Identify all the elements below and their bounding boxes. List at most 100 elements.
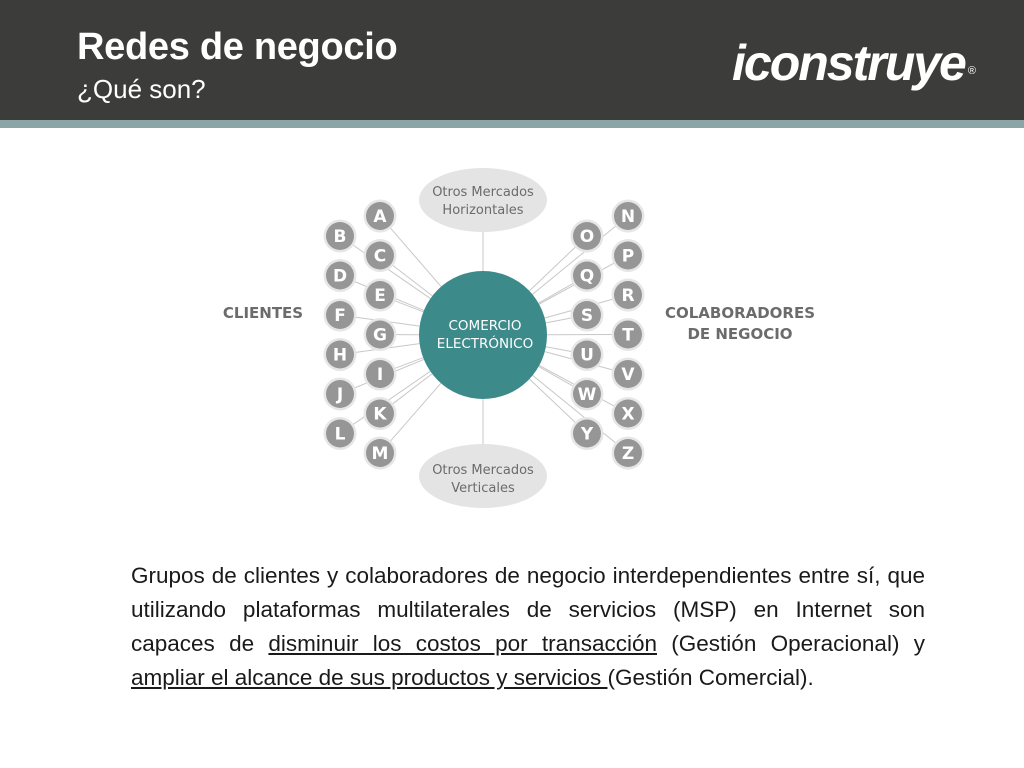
letter-node-z: Z bbox=[611, 436, 645, 470]
letter-node-circle bbox=[614, 360, 642, 388]
letter-node-circle bbox=[573, 419, 601, 448]
letter-node-circle bbox=[573, 340, 601, 369]
letter-node-circle bbox=[326, 380, 354, 408]
letter-node-x: X bbox=[611, 397, 645, 430]
letter-node-k: K bbox=[363, 397, 397, 430]
letter-node-e: E bbox=[363, 278, 397, 312]
letter-node-circle bbox=[573, 222, 601, 250]
letter-node-label: Z bbox=[622, 444, 634, 464]
letter-node-circle bbox=[614, 241, 642, 270]
center-hub: COMERCIO ELECTRÓNICO bbox=[419, 271, 547, 399]
bottom-market-label-line2: Verticales bbox=[451, 481, 515, 496]
letter-node-circle bbox=[573, 261, 601, 290]
letter-node-f: F bbox=[323, 298, 357, 332]
center-label-line1: COMERCIO bbox=[449, 318, 522, 334]
letter-node-label: E bbox=[374, 286, 386, 306]
description-part-2: (Gestión Operacional) y bbox=[657, 631, 925, 656]
page-subtitle: ¿Qué son? bbox=[77, 74, 206, 104]
business-network-diagram: Otros Mercados Horizontales Otros Mercad… bbox=[223, 168, 815, 508]
top-market-node: Otros Mercados Horizontales bbox=[419, 168, 547, 232]
letter-node-label: M bbox=[372, 444, 389, 464]
letter-node-w: W bbox=[570, 377, 604, 411]
description-underlined-costs: disminuir los costos por transacción bbox=[268, 631, 657, 656]
letter-node-label: F bbox=[334, 306, 346, 326]
letter-node-g: G bbox=[363, 318, 397, 351]
letter-node-circle bbox=[326, 419, 354, 448]
letter-node-circle bbox=[326, 222, 354, 250]
iconstruye-logo: iconstruye® bbox=[732, 34, 976, 92]
letter-node-j: J bbox=[323, 377, 357, 411]
letter-node-circle bbox=[366, 320, 394, 349]
letter-node-label: Y bbox=[580, 425, 594, 445]
diagram-spokes bbox=[352, 225, 616, 444]
letter-node-y: Y bbox=[570, 417, 604, 450]
letter-node-circle bbox=[366, 360, 394, 388]
description-part-3: (Gestión Comercial). bbox=[607, 665, 814, 690]
letter-node-label: V bbox=[621, 365, 635, 385]
header-stripe bbox=[0, 120, 1024, 128]
letter-node-m: M bbox=[363, 436, 397, 470]
letter-node-label: K bbox=[373, 405, 387, 425]
spoke-o bbox=[529, 246, 576, 292]
spoke-c bbox=[392, 264, 433, 297]
letter-node-label: R bbox=[621, 286, 634, 306]
letter-node-s: S bbox=[570, 298, 604, 332]
center-label-line2: ELECTRÓNICO bbox=[437, 334, 533, 352]
letter-node-h: H bbox=[323, 338, 357, 371]
spoke-u bbox=[545, 346, 572, 353]
letter-node-label: N bbox=[621, 207, 635, 227]
letter-node-circle bbox=[366, 202, 394, 230]
letter-node-c: C bbox=[363, 239, 397, 272]
letter-node-label: Q bbox=[580, 267, 594, 287]
letter-node-label: J bbox=[336, 385, 343, 405]
letter-node-circle bbox=[366, 241, 394, 270]
spoke-y bbox=[529, 378, 576, 423]
spoke-i bbox=[394, 357, 424, 369]
letter-node-label: T bbox=[622, 326, 634, 346]
spoke-k bbox=[392, 373, 433, 405]
letter-node-l: L bbox=[323, 417, 357, 450]
spoke-q bbox=[538, 283, 574, 304]
letter-node-circle bbox=[614, 320, 642, 349]
partners-label-line2: DE NEGOCIO bbox=[687, 325, 792, 343]
partners-label-line1: COLABORADORES bbox=[665, 304, 815, 322]
letter-node-label: B bbox=[334, 227, 347, 247]
letter-node-circle bbox=[366, 281, 394, 309]
letter-node-label: D bbox=[333, 267, 347, 287]
letter-node-n: N bbox=[611, 199, 645, 233]
spoke-w bbox=[538, 366, 574, 387]
letter-node-p: P bbox=[611, 239, 645, 272]
letter-node-circle bbox=[326, 301, 354, 329]
letter-node-v: V bbox=[611, 357, 645, 391]
spoke-a bbox=[390, 227, 442, 287]
letter-node-label: H bbox=[333, 346, 347, 366]
letter-node-circle bbox=[326, 340, 354, 369]
letter-node-r: R bbox=[611, 278, 645, 312]
letter-node-label: W bbox=[578, 385, 597, 405]
letter-node-circle bbox=[614, 399, 642, 428]
letter-node-circle bbox=[614, 202, 642, 230]
bottom-market-node: Otros Mercados Verticales bbox=[419, 444, 547, 508]
description-paragraph: Grupos de clientes y colaboradores de ne… bbox=[131, 559, 925, 695]
letter-node-circle bbox=[573, 301, 601, 329]
letter-node-circle bbox=[573, 380, 601, 408]
description-part-1: Grupos de clientes y colaboradores de ne… bbox=[131, 563, 925, 656]
description-underlined-reach: ampliar el alcance de sus productos y se… bbox=[131, 665, 608, 690]
spoke-e bbox=[394, 300, 424, 313]
letter-node-label: G bbox=[373, 326, 387, 346]
letter-node-u: U bbox=[570, 338, 604, 371]
letter-node-d: D bbox=[323, 259, 357, 292]
letter-node-circle bbox=[326, 261, 354, 290]
letter-node-circle bbox=[366, 439, 394, 467]
letter-node-circle bbox=[614, 281, 642, 309]
header-bar bbox=[0, 0, 1024, 120]
letter-node-label: X bbox=[621, 405, 634, 425]
top-market-label-line2: Horizontales bbox=[442, 203, 523, 218]
letter-node-q: Q bbox=[570, 259, 604, 292]
letter-node-circle bbox=[614, 439, 642, 467]
logo-text: iconstruye bbox=[732, 35, 967, 91]
letter-node-o: O bbox=[570, 219, 604, 253]
letter-node-i: I bbox=[363, 357, 397, 391]
letter-node-b: B bbox=[323, 219, 357, 253]
